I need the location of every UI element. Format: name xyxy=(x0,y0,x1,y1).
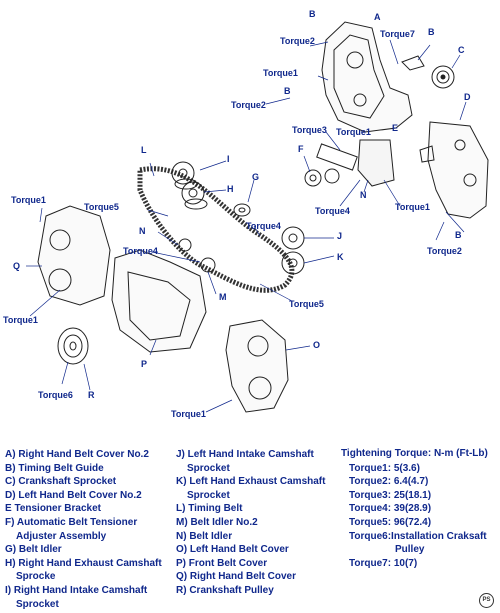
legend-item: O) Left Hand Belt Cover xyxy=(176,544,289,556)
label-torque4-c: Torque4 xyxy=(123,246,158,256)
torque-item: Torque3: 25(18.1) xyxy=(349,489,432,501)
part-o-left-belt-cover xyxy=(225,319,289,413)
label-torque1-b: Torque1 xyxy=(336,127,371,137)
label-torque1-d: Torque1 xyxy=(395,202,430,212)
part-c-crankshaft-sprocket xyxy=(431,65,455,89)
label-o: O xyxy=(313,340,321,350)
label-m: M xyxy=(219,292,227,302)
label-torque7: Torque7 xyxy=(380,29,415,39)
part-h-right-exhaust-cam-sprocket xyxy=(181,181,208,210)
label-torque5-b: Torque5 xyxy=(289,299,324,309)
label-f: F xyxy=(298,144,304,154)
legend-column-2: J) Left Hand Intake Camshaft Sprocket K)… xyxy=(176,448,325,598)
label-b-top: B xyxy=(428,27,435,37)
label-p: P xyxy=(141,359,148,369)
label-r: R xyxy=(88,390,95,400)
label-g: G xyxy=(252,172,260,182)
legend-item: Adjuster Assembly xyxy=(16,530,107,542)
torque-item: Torque6:Installation Craksaft xyxy=(349,530,487,542)
label-q: Q xyxy=(13,261,21,271)
label-torque5-a: Torque5 xyxy=(84,202,119,212)
legend-item: Sprocke xyxy=(16,571,56,583)
part-i-right-intake-cam-sprocket xyxy=(171,161,198,190)
legend-item: I) Right Hand Intake Camshaft xyxy=(5,584,148,596)
label-j: J xyxy=(337,231,343,241)
label-torque4-b: Torque4 xyxy=(246,221,281,231)
legend-item: N) Belt Idler xyxy=(176,530,233,542)
part-n-belt-idler xyxy=(178,238,192,252)
legend-item: B) Timing Belt Guide xyxy=(5,462,104,474)
legend-item: G) Belt Idler xyxy=(5,544,62,556)
part-r-crankshaft-pulley xyxy=(57,327,89,365)
label-torque1-c: Torque1 xyxy=(11,195,46,205)
torque-specs: Tightening Torque: N-m (Ft-Lb) Torque1: … xyxy=(341,447,488,570)
part-g-belt-idler xyxy=(233,203,251,217)
torque-item: Torque7: 10(7) xyxy=(349,557,418,569)
legend-item: Sprocket xyxy=(187,462,230,474)
label-a: B xyxy=(309,9,316,19)
torque-item: Torque2: 6.4(4.7) xyxy=(349,476,429,488)
torque-item: Pulley xyxy=(395,544,425,556)
legend-item: Sprocket xyxy=(187,489,230,501)
part-j-left-intake-cam-sprocket xyxy=(281,226,305,250)
legend-item: P) Front Belt Cover xyxy=(176,557,268,569)
legend-item: J) Left Hand Intake Camshaft xyxy=(176,449,314,460)
legend-item: L) Timing Belt xyxy=(176,503,243,515)
label-h: H xyxy=(227,184,234,194)
torque-item: Torque5: 96(72.4) xyxy=(349,516,432,528)
legend-item: F) Automatic Belt Tensioner xyxy=(5,516,138,528)
legend-item: H) Right Hand Exhaust Camshaft xyxy=(5,557,162,569)
part-ef-tensioner xyxy=(304,139,395,187)
part-d-left-belt-cover-no2 xyxy=(419,121,489,219)
label-c: C xyxy=(458,45,465,55)
legend-item: D) Left Hand Belt Cover No.2 xyxy=(5,489,142,501)
label-l: L xyxy=(141,145,147,155)
label-a-cover: A xyxy=(374,12,381,22)
label-torque6: Torque6 xyxy=(38,390,73,400)
torque-title: Tightening Torque: N-m (Ft-Lb) xyxy=(341,448,488,459)
ps-badge: PS xyxy=(479,593,494,608)
part-q-right-belt-cover xyxy=(37,205,111,306)
label-torque1-f: Torque1 xyxy=(171,409,206,419)
label-torque1-a: Torque1 xyxy=(263,68,298,78)
timing-belt-exploded-diagram xyxy=(26,21,489,413)
legend-item: A) Right Hand Belt Cover No.2 xyxy=(5,449,149,460)
label-i: I xyxy=(227,154,230,164)
part-p-front-belt-cover xyxy=(111,249,207,353)
label-torque3: Torque3 xyxy=(292,125,327,135)
label-b-mid: B xyxy=(284,86,291,96)
legend-item: Q) Right Hand Belt Cover xyxy=(176,571,297,583)
legend-item: E Tensioner Bracket xyxy=(5,503,101,515)
label-e: E xyxy=(392,123,399,133)
label-torque2-a: Torque2 xyxy=(280,36,315,46)
label-k: K xyxy=(337,252,344,262)
torque-item: Torque1: 5(3.6) xyxy=(349,462,420,474)
legend-item: M) Belt Idler No.2 xyxy=(176,516,258,528)
label-n-left: N xyxy=(139,226,146,236)
legend-column-1: A) Right Hand Belt Cover No.2 B) Timing … xyxy=(5,448,162,611)
legend-item: C) Crankshaft Sprocket xyxy=(5,476,117,488)
part-l-timing-belt xyxy=(137,166,295,293)
label-torque2-c: Torque2 xyxy=(427,246,462,256)
torque-item: Torque4: 39(28.9) xyxy=(349,503,432,515)
part-a-right-belt-cover-no2 xyxy=(321,21,413,133)
label-d: D xyxy=(464,92,471,102)
label-torque4-a: Torque4 xyxy=(315,206,350,216)
label-torque2-b: Torque2 xyxy=(231,100,266,110)
leader-lines xyxy=(26,39,467,413)
label-torque1-e: Torque1 xyxy=(3,315,38,325)
legend-item: R) Crankshaft Pulley xyxy=(176,584,274,596)
part-b-belt-guide-top xyxy=(401,55,425,71)
legend-item: K) Left Hand Exhaust Camshaft xyxy=(176,476,326,488)
label-b-right: B xyxy=(455,230,462,240)
legend-item: Sprocket xyxy=(16,598,59,610)
label-n-right: N xyxy=(360,190,367,200)
